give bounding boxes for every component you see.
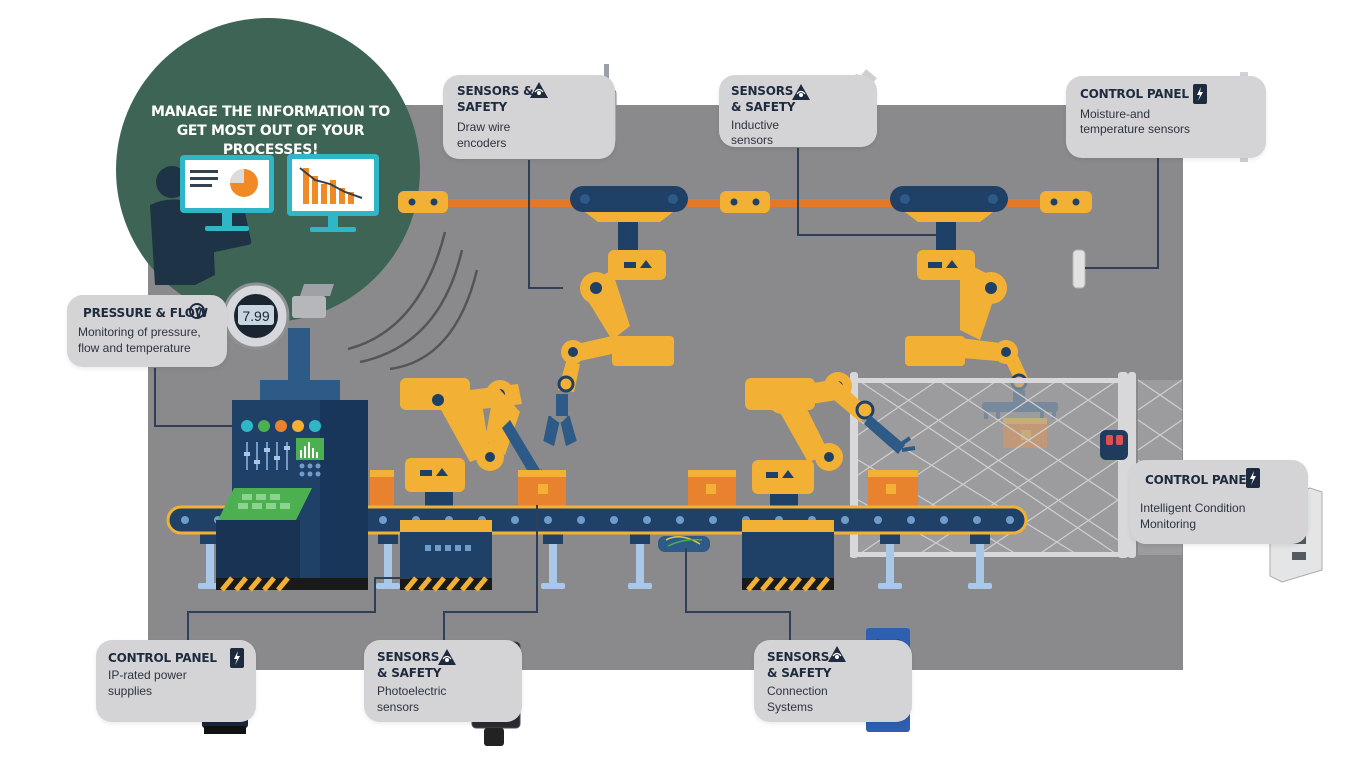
card-title-line2: & SAFETY — [377, 666, 442, 680]
card-desc-line2: Monitoring — [1140, 517, 1197, 531]
gauge-icon — [189, 303, 205, 319]
overhead-rail — [398, 191, 1092, 213]
belt-roller — [643, 516, 651, 524]
card-desc-line2: temperature sensors — [1080, 122, 1191, 136]
connection-hub — [658, 536, 710, 552]
belt-roller — [181, 516, 189, 524]
card-title-line2: & SAFETY — [767, 666, 832, 680]
card-intelligent-condition-monitoring[interactable]: CONTROL PANEL Intelligent Condition Moni… — [1130, 460, 1308, 544]
card-title-line2: SAFETY — [457, 100, 507, 114]
card-desc-line2: Systems — [767, 700, 814, 714]
card-draw-wire-encoders[interactable]: SENSORS & SAFETY Draw wire encoders — [443, 75, 615, 159]
card-title-line1: SENSORS — [767, 650, 830, 664]
card-pressure-flow[interactable]: PRESSURE & FLOW Monitoring of pressure, … — [67, 295, 227, 367]
wireless-warning-icon — [530, 82, 548, 98]
card-title-line1: CONTROL PANEL — [1080, 87, 1189, 101]
card-connection-systems[interactable]: SENSORS & SAFETY Connection Systems — [754, 640, 912, 722]
belt-roller — [973, 516, 981, 524]
card-desc-line2: sensors — [377, 700, 420, 714]
belt-roller — [907, 516, 915, 524]
card-title-line1: CONTROL PANEL — [1145, 473, 1254, 487]
belt-roller — [940, 516, 948, 524]
card-title-line1: CONTROL PANEL — [108, 651, 217, 665]
wireless-warning-icon — [792, 84, 810, 100]
card-desc-line2: flow and temperature — [78, 341, 191, 355]
card-desc-line1: IP-rated power — [108, 668, 187, 682]
card-desc-line1: Intelligent Condition — [1140, 501, 1246, 515]
belt-roller — [511, 516, 519, 524]
belt-roller — [676, 516, 684, 524]
lightning-icon — [1193, 84, 1207, 104]
monitor-pie-chart-icon — [180, 155, 274, 231]
belt-roller — [1006, 516, 1014, 524]
card-desc-line1: Monitoring of pressure, — [78, 325, 201, 339]
belt-roller — [874, 516, 882, 524]
card-desc-line1: Inductive — [731, 118, 780, 132]
dashboard-circle — [116, 18, 420, 322]
card-photoelectric-sensors[interactable]: SENSORS & SAFETY Photoelectric sensors — [364, 640, 522, 722]
headline: MANAGE THE INFORMATION TO GET MOST OUT O… — [150, 104, 390, 158]
fence-lock — [1100, 430, 1128, 460]
wireless-warning-icon — [828, 646, 846, 662]
belt-roller — [544, 516, 552, 524]
card-desc-line1: Photoelectric — [377, 684, 447, 698]
lightning-icon — [230, 648, 244, 668]
wall-sensor — [1072, 249, 1086, 289]
card-title-line1: SENSORS — [377, 650, 440, 664]
leader-lines — [154, 148, 1159, 640]
card-desc-line1: Connection — [767, 684, 828, 698]
control-machine — [216, 328, 368, 592]
card-title-line1: SENSORS & — [457, 84, 534, 98]
belt-roller — [841, 516, 849, 524]
card-desc-line2: supplies — [108, 684, 153, 698]
belt-roller — [610, 516, 618, 524]
card-desc-line1: Moisture-and — [1080, 107, 1151, 121]
card-desc-line2: sensors — [731, 133, 774, 147]
gauge-reading: 7.99 — [242, 308, 269, 324]
cargo-boxes — [370, 470, 918, 506]
monitor-bar-chart-icon — [287, 154, 379, 232]
hanging-robot-arm-left — [543, 186, 688, 447]
standing-robot-arm-right — [745, 372, 916, 510]
cabinet-left — [400, 520, 492, 592]
belt-roller — [709, 516, 717, 524]
card-desc-line1: Draw wire — [457, 120, 511, 134]
standing-robot-arm-left — [400, 378, 550, 510]
wireless-warning-icon — [438, 649, 456, 665]
card-title-line1: SENSORS — [731, 84, 794, 98]
pressure-gauge-product: 7.99 — [222, 282, 334, 350]
card-title-line1: PRESSURE & FLOW — [83, 306, 208, 320]
card-moisture-temperature-sensors[interactable]: CONTROL PANEL Moisture-and temperature s… — [1066, 76, 1266, 158]
belt-roller — [379, 516, 387, 524]
card-title-line2: & SAFETY — [731, 100, 796, 114]
card-ip-rated-power-supplies[interactable]: CONTROL PANEL IP-rated power supplies — [96, 640, 256, 722]
card-inductive-sensors[interactable]: SENSORS & SAFETY Inductive sensors — [719, 75, 877, 147]
lightning-icon — [1246, 468, 1260, 488]
card-desc-line2: encoders — [457, 136, 507, 150]
belt-roller — [577, 516, 585, 524]
wireless-signal-arcs — [347, 231, 479, 371]
cabinet-right — [742, 520, 834, 592]
